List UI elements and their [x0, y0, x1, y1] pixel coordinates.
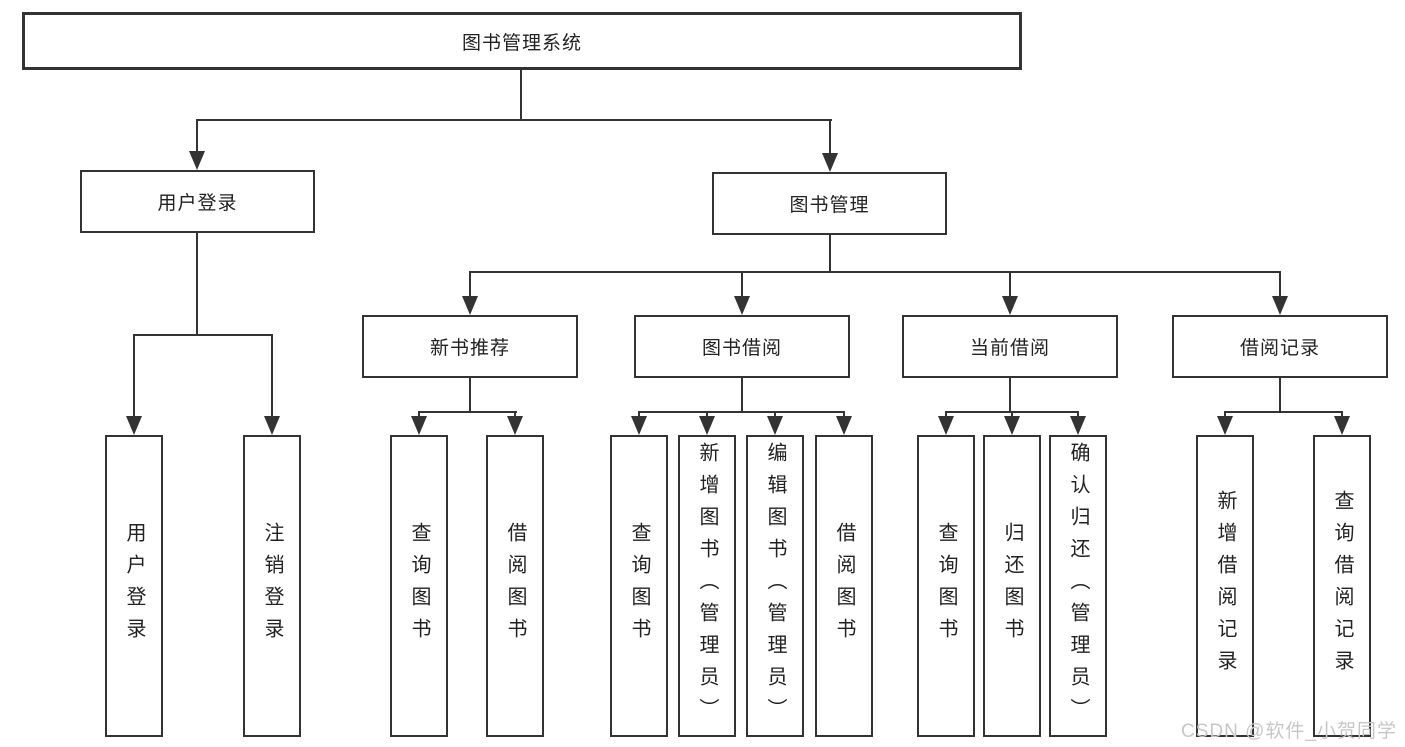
arrowhead-down-icon: [836, 416, 852, 435]
leaf-borrow-books-borrowing: 借阅图书: [815, 435, 873, 737]
node-library-management-system: 图书管理系统: [22, 12, 1022, 70]
leaf-logout: 注销登录: [243, 435, 301, 737]
connector-vline: [514, 411, 516, 418]
leaf-label: 查询图书: [935, 522, 957, 650]
connector-vline: [1279, 378, 1281, 413]
connector-vline: [469, 378, 471, 413]
arrowhead-down-icon: [1002, 296, 1018, 315]
leaf-confirm-return-admin: 确认归还（管理员）: [1049, 435, 1107, 737]
leaf-label: 注销登录: [261, 522, 283, 650]
arrowhead-down-icon: [126, 416, 142, 435]
leaf-label: 新增借阅记录: [1214, 490, 1236, 682]
connector-vline: [1224, 411, 1226, 418]
connector-vline: [1009, 378, 1011, 413]
connector-vline: [741, 378, 743, 413]
connector-vline: [706, 411, 708, 418]
arrowhead-down-icon: [264, 416, 280, 435]
leaf-add-book-admin: 新增图书（管理员）: [678, 435, 736, 737]
connector-vline: [829, 235, 831, 273]
connector-vline: [843, 411, 845, 418]
connector-vline: [774, 411, 776, 418]
node-book-borrowing: 图书借阅: [634, 315, 850, 378]
connector-hline: [469, 271, 1281, 273]
connector-vline: [196, 233, 198, 336]
connector-vline: [945, 411, 947, 418]
connector-vline: [1077, 411, 1079, 418]
arrowhead-down-icon: [189, 151, 205, 170]
arrowhead-down-icon: [699, 416, 715, 435]
leaf-return-book: 归还图书: [983, 435, 1041, 737]
connector-vline: [638, 411, 640, 418]
leaf-query-books-recommend: 查询图书: [390, 435, 448, 737]
leaf-query-borrow-record: 查询借阅记录: [1313, 435, 1371, 737]
connector-vline: [741, 271, 743, 297]
arrowhead-down-icon: [938, 416, 954, 435]
node-user-login: 用户登录: [80, 170, 315, 233]
connector-hline: [1224, 411, 1343, 413]
leaf-label: 查询借阅记录: [1331, 490, 1353, 682]
connector-vline: [1341, 411, 1343, 418]
node-new-book-recommendation: 新书推荐: [362, 315, 578, 378]
arrowhead-down-icon: [1004, 416, 1020, 435]
leaf-label: 查询图书: [628, 522, 650, 650]
connector-vline: [829, 119, 831, 155]
leaf-label: 归还图书: [1001, 522, 1023, 650]
arrowhead-down-icon: [1070, 416, 1086, 435]
connector-vline: [418, 411, 420, 418]
connector-vline: [469, 271, 471, 297]
arrowhead-down-icon: [631, 416, 647, 435]
connector-vline: [133, 334, 135, 418]
arrowhead-down-icon: [1217, 416, 1233, 435]
node-borrowing-records: 借阅记录: [1172, 315, 1388, 378]
csdn-watermark: CSDN @软件_小贺同学: [1181, 721, 1397, 742]
leaf-query-books-current: 查询图书: [917, 435, 975, 737]
connector-vline: [1011, 411, 1013, 418]
connector-hline: [196, 119, 832, 121]
arrowhead-down-icon: [734, 296, 750, 315]
connector-hline: [418, 411, 517, 413]
connector-vline: [196, 119, 198, 153]
leaf-user-login: 用户登录: [105, 435, 163, 737]
arrowhead-down-icon: [462, 296, 478, 315]
leaf-borrow-books-recommend: 借阅图书: [486, 435, 544, 737]
arrowhead-down-icon: [507, 416, 523, 435]
node-current-borrowing: 当前借阅: [902, 315, 1118, 378]
leaf-label: 用户登录: [123, 522, 145, 650]
leaf-query-books-borrowing: 查询图书: [610, 435, 668, 737]
connector-hline: [638, 411, 845, 413]
arrowhead-down-icon: [822, 153, 838, 172]
connector-vline: [271, 334, 273, 418]
leaf-add-borrow-record: 新增借阅记录: [1196, 435, 1254, 737]
leaf-label: 借阅图书: [504, 522, 526, 650]
leaf-label: 编辑图书（管理员）: [764, 442, 786, 730]
arrowhead-down-icon: [767, 416, 783, 435]
node-book-management: 图书管理: [712, 172, 947, 235]
arrowhead-down-icon: [1272, 296, 1288, 315]
arrowhead-down-icon: [1334, 416, 1350, 435]
connector-hline: [133, 334, 273, 336]
leaf-label: 借阅图书: [833, 522, 855, 650]
leaf-edit-book-admin: 编辑图书（管理员）: [746, 435, 804, 737]
connector-vline: [1279, 271, 1281, 297]
leaf-label: 查询图书: [408, 522, 430, 650]
arrowhead-down-icon: [411, 416, 427, 435]
leaf-label: 新增图书（管理员）: [696, 442, 718, 730]
connector-vline: [1009, 271, 1011, 297]
leaf-label: 确认归还（管理员）: [1067, 442, 1089, 730]
connector-vline: [520, 70, 522, 121]
